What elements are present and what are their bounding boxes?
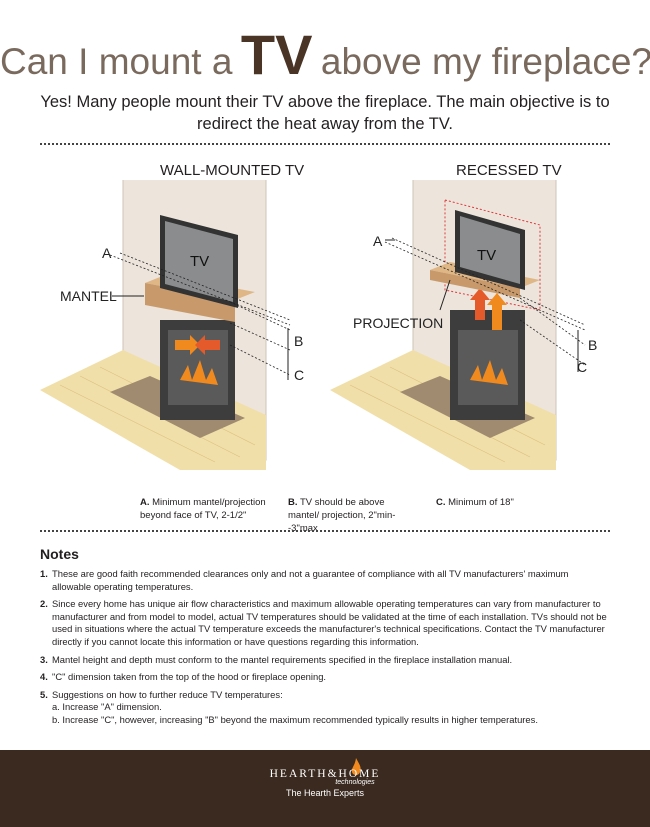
label-projection: PROJECTION [353, 315, 443, 331]
note-item: 2.Since every home has unique air flow c… [40, 598, 607, 647]
heat-arrow-up-1 [470, 288, 490, 320]
page-title: Can I mount a TV above my fireplace? [0, 22, 650, 87]
projection-leader [439, 279, 451, 311]
label-c: C [294, 367, 304, 383]
note-item: 4."C" dimension taken from the top of th… [40, 671, 327, 683]
dimension-lines [109, 252, 291, 376]
notes-list: 1.These are good faith recommended clear… [40, 568, 610, 732]
note-subitem: a. Increase "A" dimension. [52, 701, 162, 713]
dimension-lines [384, 237, 586, 366]
divider-bottom [40, 530, 610, 532]
label-c: C [577, 359, 587, 375]
tv-screen [165, 221, 233, 302]
projection [430, 270, 520, 298]
company-logo: HEARTH&HOME technologies The Hearth Expe… [0, 768, 650, 798]
heat-arrow-up-2 [487, 293, 507, 330]
heat-arrow-left [175, 335, 200, 355]
caption-a: A. Minimum mantel/projection beyond face… [140, 497, 266, 521]
tv-screen [460, 216, 520, 284]
footer [0, 750, 650, 827]
title-tv: TV [240, 23, 313, 86]
mantel [145, 283, 235, 322]
logo-brand: HEARTH&HOME [269, 768, 381, 780]
captions: A. Minimum mantel/projection beyond face… [140, 496, 580, 536]
note-item: 1.These are good faith recommended clear… [40, 568, 569, 592]
label-tv: TV [190, 253, 209, 270]
recess-outline [444, 199, 541, 311]
heat-arrow-right [195, 335, 220, 355]
caption-b: B. TV should be above mantel/ projection… [288, 497, 396, 534]
label-mantel: MANTEL [60, 288, 117, 304]
title-part-3: above my fireplace? [320, 41, 650, 82]
note-item: 3.Mantel height and depth must conform t… [40, 653, 513, 665]
subtitle: Yes! Many people mount their TV above th… [40, 93, 610, 133]
flame-logo-icon [351, 758, 361, 775]
figure-title-recessed: RECESSED TV [456, 162, 562, 179]
logo-tech: technologies [335, 779, 375, 786]
wall-mounted-diagram: A TV MANTEL B C [40, 180, 304, 470]
caption-c: C. Minimum of 18" [436, 497, 514, 508]
label-a: A [373, 233, 383, 249]
recessed-diagram: A TV PROJECTION B C [330, 180, 597, 470]
label-a: A [102, 245, 112, 261]
title-part-1: Can I mount a [0, 41, 233, 82]
label-b: B [294, 333, 303, 349]
note-item: 5.Suggestions on how to further reduce T… [40, 689, 610, 727]
logo-tagline: The Hearth Experts [285, 788, 365, 798]
figure-title-wall-mounted: WALL-MOUNTED TV [160, 162, 305, 179]
flame [470, 360, 508, 385]
notes-title: Notes [40, 546, 79, 562]
label-tv: TV [477, 247, 496, 264]
label-b: B [588, 337, 597, 353]
note-subitem: b. Increase "C", however, increasing "B"… [52, 713, 538, 725]
flame [180, 360, 218, 385]
divider-top [40, 143, 610, 145]
